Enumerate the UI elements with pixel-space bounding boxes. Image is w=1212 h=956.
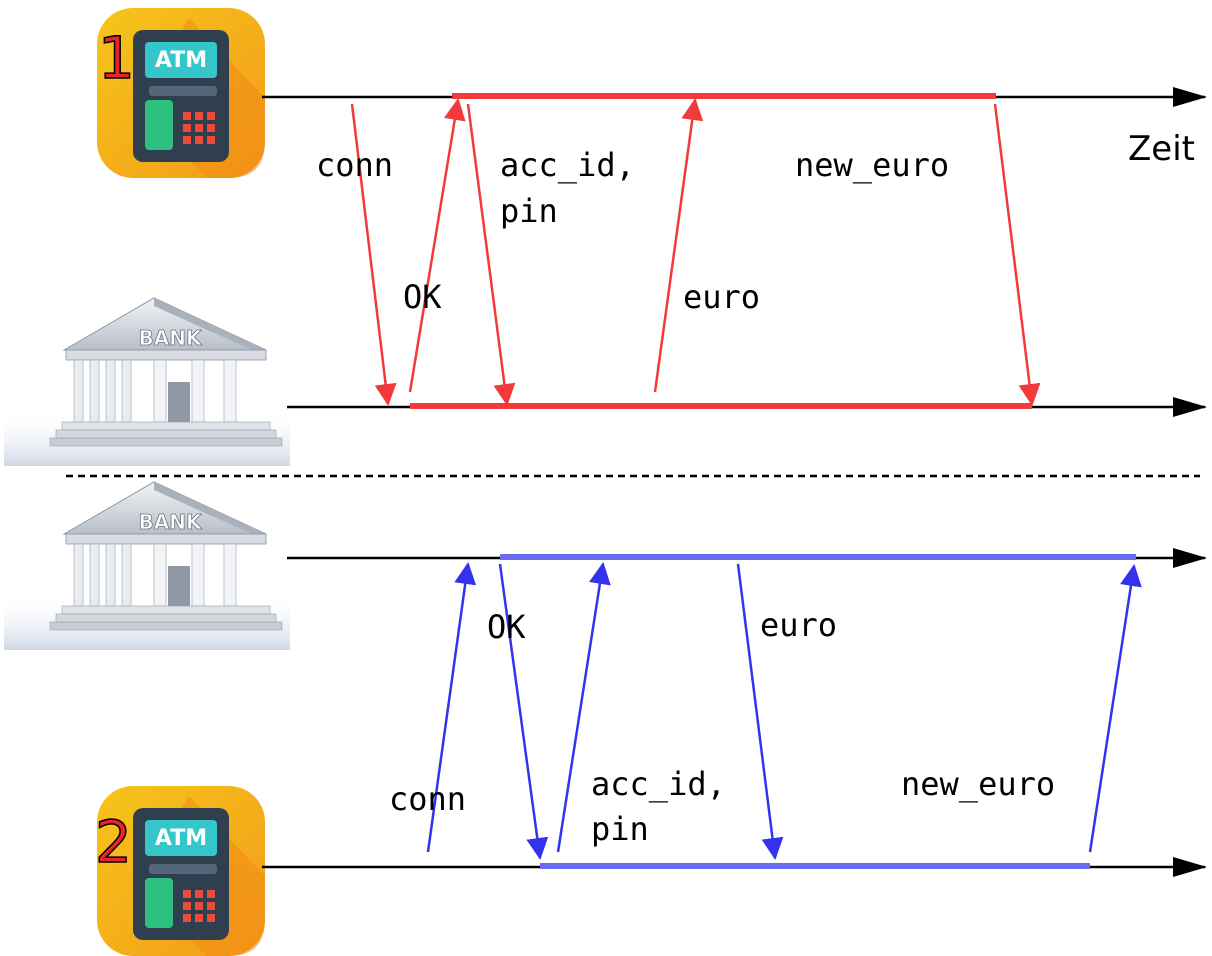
bank-label: BANK xyxy=(139,510,203,534)
bank-label: BANK xyxy=(139,326,203,350)
arrow-ok xyxy=(408,98,466,393)
atm-icon: ATM xyxy=(97,8,265,178)
scenario-2: BANK ATM 2 conn OK acc_id, pin euro new_… xyxy=(3,481,1207,956)
bank-icon: BANK xyxy=(3,481,291,651)
scenario-number: 2 xyxy=(95,808,132,876)
label-new-euro: new_euro xyxy=(901,765,1055,803)
label-euro: euro xyxy=(760,606,837,644)
label-euro: euro xyxy=(683,278,760,316)
bank-icon: BANK xyxy=(3,297,291,467)
atm-label: ATM xyxy=(155,48,207,73)
atm-label: ATM xyxy=(155,826,207,851)
label-acc-id: acc_id, xyxy=(500,146,635,184)
label-conn: conn xyxy=(316,146,393,184)
arrow-conn xyxy=(350,103,397,406)
label-acc-id: acc_id, xyxy=(591,765,726,803)
time-axis-label: Zeit xyxy=(1128,129,1195,169)
arrow-euro xyxy=(736,563,784,860)
arrow-euro xyxy=(653,98,704,393)
scenario-number: 1 xyxy=(98,24,135,92)
arrow-conn xyxy=(426,562,477,853)
arrow-acc-id-pin xyxy=(466,103,516,406)
arrow-new-euro xyxy=(993,103,1041,406)
label-pin: pin xyxy=(500,192,558,230)
label-new-euro: new_euro xyxy=(795,146,949,184)
scenario-1: ATM 1 BANK conn OK acc_id, pin euro new_… xyxy=(3,8,1207,467)
label-conn: conn xyxy=(389,780,466,818)
label-ok: OK xyxy=(487,608,526,646)
atm-icon: ATM xyxy=(97,786,265,956)
label-ok: OK xyxy=(403,278,442,316)
arrow-acc-id-pin xyxy=(556,562,611,853)
arrow-ok xyxy=(498,563,549,860)
arrow-new-euro xyxy=(1088,564,1142,853)
label-pin: pin xyxy=(591,810,649,848)
